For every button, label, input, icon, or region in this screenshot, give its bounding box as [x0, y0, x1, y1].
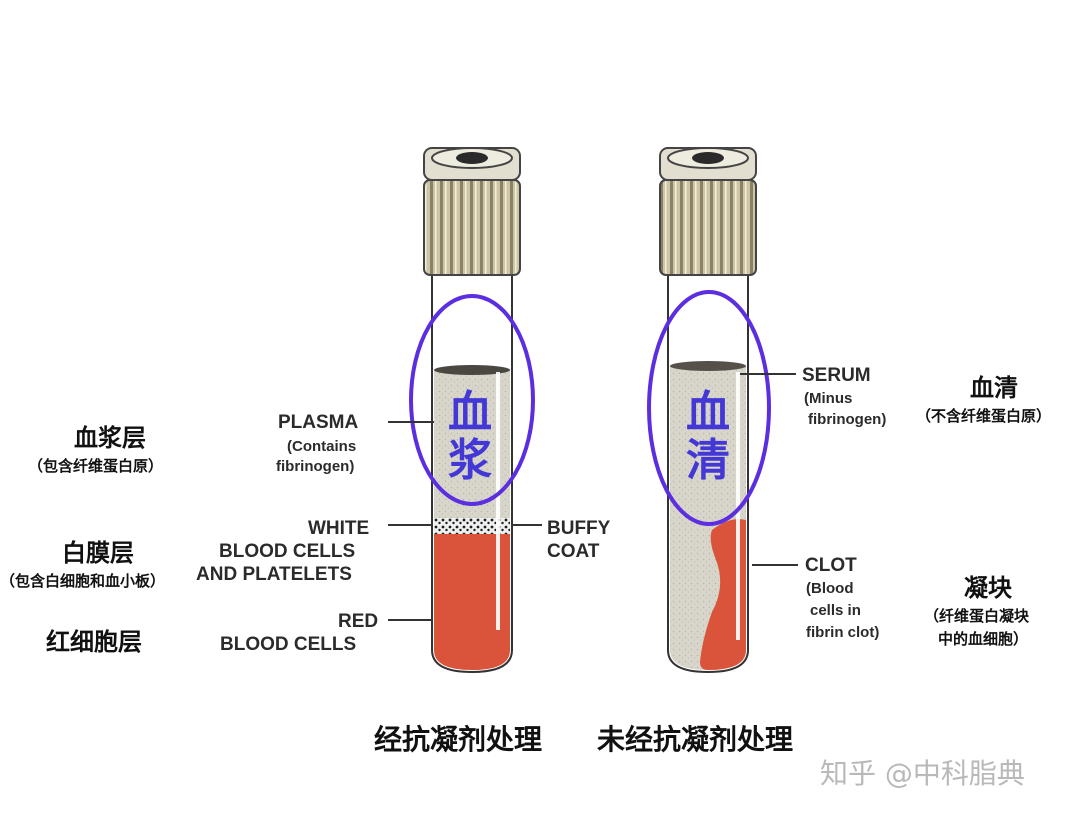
red-label-2: BLOOD CELLS	[220, 634, 357, 655]
red-label-1: RED	[338, 611, 379, 632]
cn-clot-note-1: （纤维蛋白凝块	[924, 607, 1030, 625]
left-plasma-meniscus	[434, 365, 510, 375]
serum-note-1: (Minus	[804, 390, 853, 407]
white-label-2: BLOOD CELLS	[219, 541, 356, 562]
caption-left: 经抗凝剂处理	[374, 723, 543, 756]
cn-clot: 凝块	[964, 574, 1012, 602]
clot-note-2: cells in	[810, 602, 861, 619]
white-label-1: WHITE	[308, 518, 370, 539]
left-cap	[423, 179, 521, 276]
buffy-label-1: BUFFY	[547, 518, 611, 539]
plasma-note-2: fibrinogen)	[276, 458, 355, 475]
watermark: 知乎 @中科脂典	[820, 757, 1025, 790]
cn-red-layer: 红细胞层	[46, 628, 142, 656]
cn-serum: 血清	[970, 374, 1018, 402]
cn-buffy-layer-note: （包含白细胞和血小板）	[0, 572, 166, 590]
cn-plasma-layer-note: （包含纤维蛋白原）	[28, 457, 164, 475]
tube-label-right-2: 清	[686, 435, 730, 486]
right-clot	[700, 519, 746, 670]
caption-right: 未经抗凝剂处理	[597, 723, 794, 756]
tube-label-left-1: 血	[448, 387, 492, 438]
serum-label: SERUM	[802, 365, 871, 386]
plasma-note-1: (Contains	[287, 438, 357, 455]
tube-label-left-2: 浆	[448, 435, 492, 486]
right-tube	[659, 147, 757, 674]
left-buffy-coat	[434, 518, 510, 534]
serum-highlight-oval	[647, 290, 771, 526]
plasma-label: PLASMA	[278, 412, 359, 433]
cn-clot-note-2: 中的血细胞）	[938, 630, 1029, 648]
cn-buffy-layer: 白膜层	[62, 539, 134, 567]
plasma-highlight-oval	[409, 294, 535, 506]
serum-note-2: fibrinogen)	[808, 411, 887, 428]
right-cap	[659, 179, 757, 276]
leader-lines	[388, 373, 798, 621]
white-label-3: AND PLATELETS	[196, 564, 352, 585]
cn-serum-note: （不含纤维蛋白原）	[916, 407, 1052, 425]
buffy-label-2: COAT	[547, 541, 600, 562]
cn-plasma-layer: 血浆层	[74, 424, 146, 452]
clot-label: CLOT	[805, 555, 857, 576]
clot-note-3: fibrin clot)	[806, 624, 880, 641]
clot-note-1: (Blood	[806, 580, 854, 597]
tube-label-right-1: 血	[686, 387, 730, 438]
left-red-cells	[434, 534, 510, 670]
